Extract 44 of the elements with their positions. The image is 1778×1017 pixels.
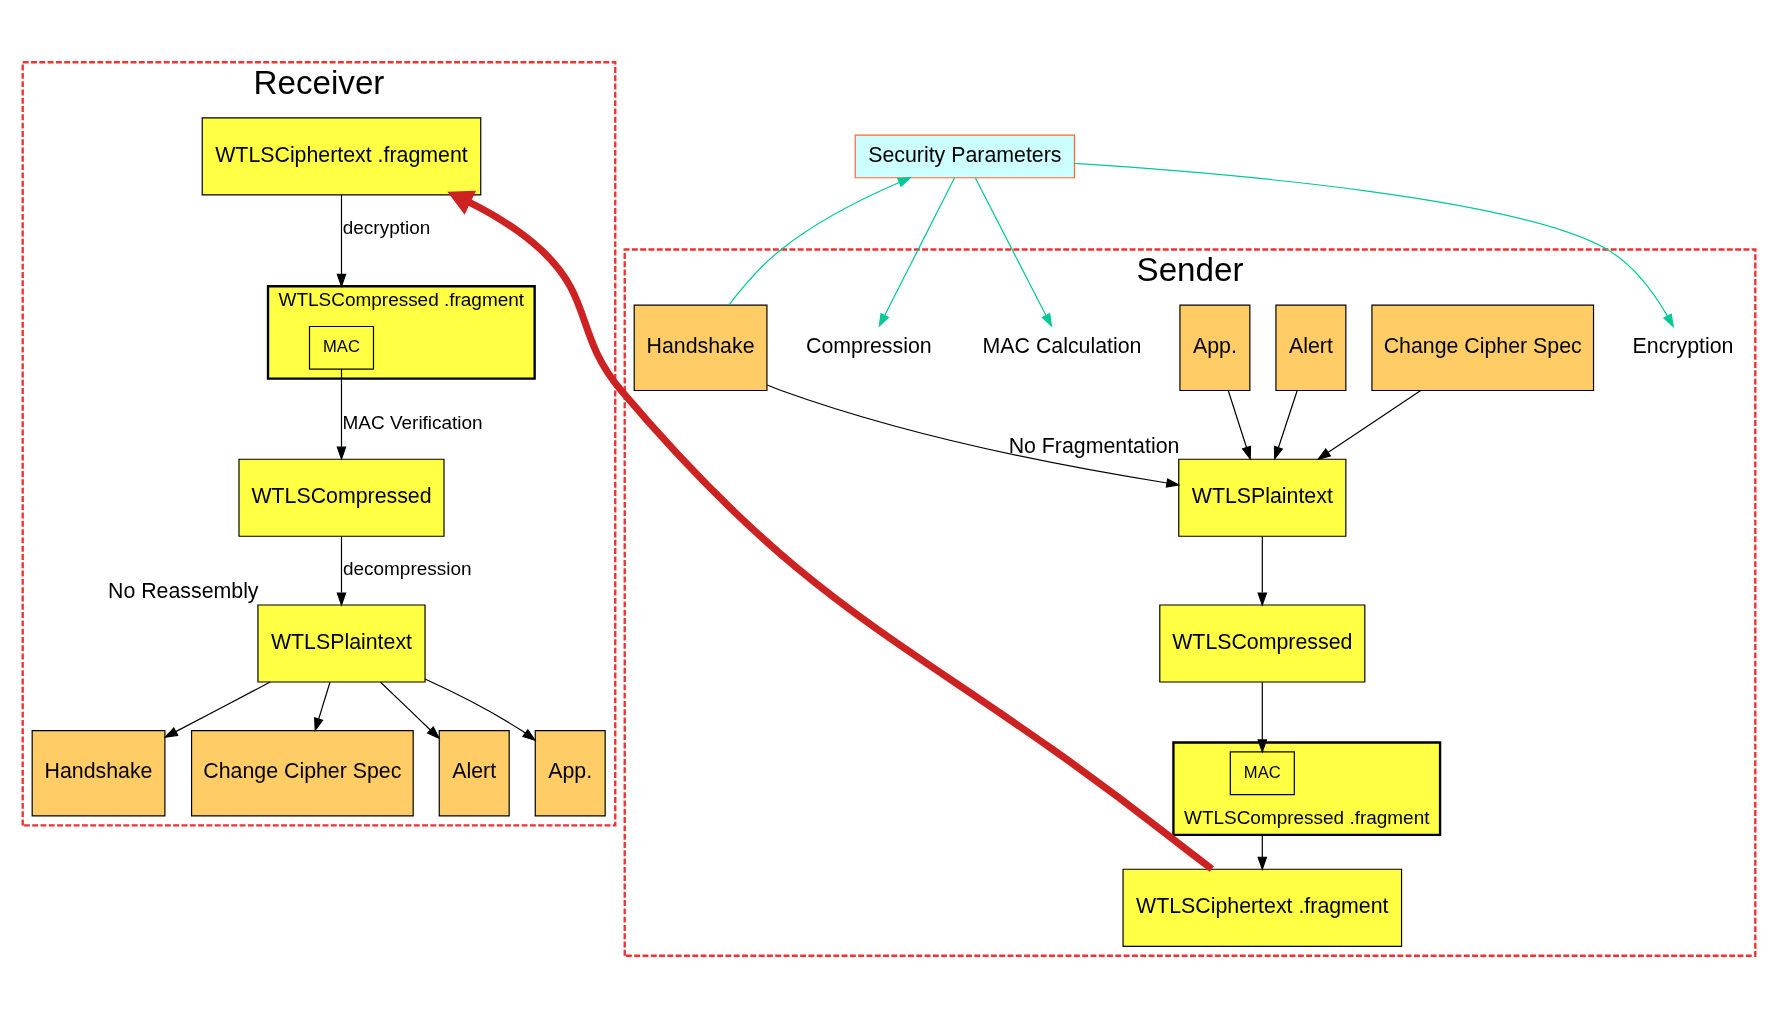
arrow xyxy=(336,368,347,461)
arrow xyxy=(728,176,913,306)
node-box: WTLSCompressed xyxy=(238,458,445,537)
node-text: Encryption xyxy=(1632,333,1734,358)
arrow xyxy=(336,535,347,607)
arrow xyxy=(1227,389,1252,461)
edge-label: MAC Verification xyxy=(342,411,483,433)
node-box: WTLSPlaintext xyxy=(257,603,426,683)
node-box: Change Cipher Spec xyxy=(190,729,414,817)
node-box: Handshake xyxy=(31,729,166,817)
node-box: WTLSCiphertext .fragment xyxy=(201,116,482,196)
node-box: Security Parameters xyxy=(854,134,1076,178)
arrow xyxy=(1257,681,1268,754)
node-box: Change Cipher Spec xyxy=(1371,304,1595,391)
node-box: MAC xyxy=(1229,750,1295,795)
arrow xyxy=(380,681,441,740)
node-box: WTLSPlaintext xyxy=(1178,458,1347,537)
node-text: MAC Calculation xyxy=(982,333,1142,358)
node-box: Handshake xyxy=(633,304,768,391)
node-box: App. xyxy=(1179,304,1251,391)
edge-label: decompression xyxy=(343,557,472,579)
arrow xyxy=(163,680,271,738)
arrow xyxy=(974,176,1053,328)
arrow xyxy=(1316,389,1422,460)
node-box: Alert xyxy=(438,729,510,817)
arrow xyxy=(424,677,537,741)
node-box: WTLSCiphertext .fragment xyxy=(1122,868,1403,947)
node-box: Alert xyxy=(1275,304,1347,391)
arrow xyxy=(766,383,1181,488)
arrow xyxy=(1257,535,1268,607)
edge-label: decryption xyxy=(342,216,431,238)
arrow xyxy=(1273,389,1298,461)
node-box: WTLSCompressed xyxy=(1159,603,1366,683)
node-label: No Reassembly xyxy=(108,578,259,603)
arrow xyxy=(1073,162,1675,328)
node-label: No Fragmentation xyxy=(1008,433,1180,458)
arrow xyxy=(336,193,347,288)
arrow xyxy=(447,190,1214,872)
node-box: MAC xyxy=(308,325,375,370)
arrow xyxy=(878,176,956,328)
arrow xyxy=(1257,833,1268,871)
node-text: Compression xyxy=(806,333,932,358)
arrow xyxy=(314,681,331,732)
node-box: App. xyxy=(534,729,606,817)
